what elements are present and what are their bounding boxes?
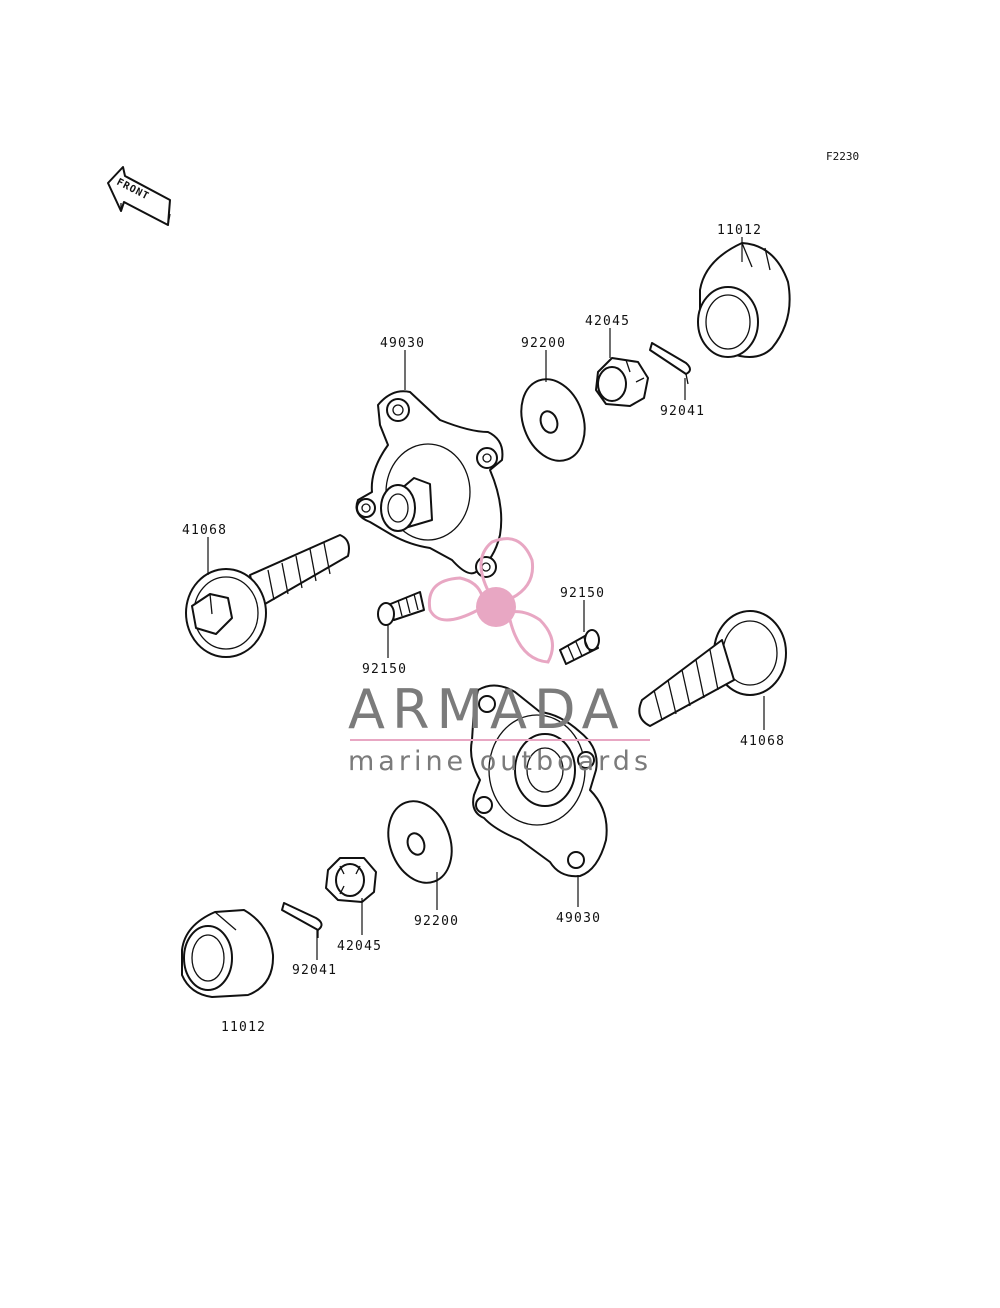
- watermark-tagline: marine outboards: [348, 746, 652, 777]
- front-arrow-icon: FRONT: [107, 166, 171, 226]
- leader-lines: [207, 237, 765, 960]
- castle-nut-top: [595, 357, 649, 407]
- wheel-hub-top: [355, 390, 504, 578]
- cotter-pin-top: [649, 342, 691, 385]
- armada-watermark: ARMADA marine outboards: [348, 537, 652, 777]
- part-number-92041-bottom: 92041: [292, 963, 337, 978]
- hub-bolt-left: [377, 591, 425, 626]
- cotter-pin-bottom: [281, 902, 323, 938]
- part-number-42045-top: 42045: [585, 314, 630, 329]
- part-number-42045-bottom: 42045: [337, 939, 382, 954]
- figure-code: F2230: [826, 150, 859, 163]
- part-number-11012-top: 11012: [717, 223, 762, 238]
- spindle-shaft-right: [638, 610, 787, 727]
- part-number-92200-top: 92200: [521, 336, 566, 351]
- wheel-hub-bottom: [470, 684, 608, 878]
- part-number-92200-bottom: 92200: [414, 914, 459, 929]
- watermark-brand: ARMADA: [348, 678, 626, 741]
- spindle-cap-top: [697, 242, 791, 358]
- part-number-41068-left: 41068: [182, 523, 227, 538]
- washer-top: [520, 378, 586, 462]
- part-number-49030-top: 49030: [380, 336, 425, 351]
- part-number-11012-bottom: 11012: [221, 1020, 266, 1035]
- spindle-shaft-left: [185, 534, 350, 658]
- part-number-92150-left: 92150: [362, 662, 407, 677]
- part-number-41068-right: 41068: [740, 734, 785, 749]
- part-number-92041-top: 92041: [660, 404, 705, 419]
- spindle-cap-bottom: [181, 909, 275, 998]
- part-number-49030-bottom: 49030: [556, 911, 601, 926]
- castle-nut-bottom: [325, 857, 377, 903]
- washer-bottom: [387, 800, 453, 884]
- part-number-92150-right: 92150: [560, 586, 605, 601]
- propeller-logo-icon: [427, 537, 554, 664]
- hub-bolt-right: [559, 629, 600, 665]
